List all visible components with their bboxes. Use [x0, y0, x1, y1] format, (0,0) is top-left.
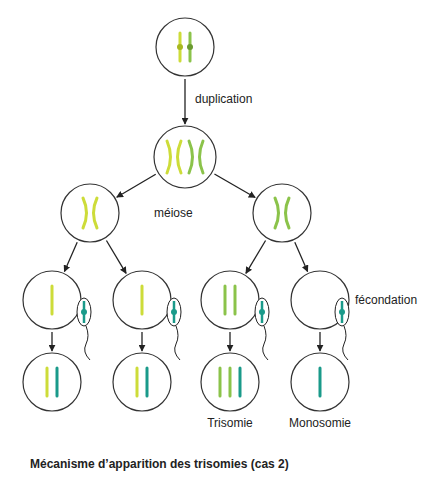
cell-outline — [60, 183, 120, 243]
arrow-connector — [319, 332, 320, 351]
cell-label: Trisomie — [207, 416, 253, 430]
cell-circle — [60, 183, 120, 243]
arrow-connector — [141, 332, 142, 351]
cell-membrane — [291, 271, 349, 329]
arrow-connector — [106, 240, 126, 273]
cell-circle — [22, 270, 82, 330]
arrow-connector — [295, 242, 308, 271]
cell-outline — [290, 270, 350, 330]
cell-circle — [155, 17, 215, 77]
cell-membrane — [23, 271, 81, 329]
cell-circle: Trisomie — [200, 352, 260, 412]
figure-caption: Mécanisme d’apparition des trisomies (ca… — [30, 457, 289, 471]
arrow-connector — [246, 240, 266, 273]
process-label: fécondation — [355, 293, 417, 307]
arrow-connector — [184, 79, 185, 124]
cell-circle — [153, 125, 217, 189]
arrow-connector — [117, 174, 156, 197]
cell-circle — [22, 352, 82, 412]
cell-label: Monosomie — [289, 416, 351, 430]
cell-outline — [155, 17, 215, 77]
arrow-connector — [214, 174, 255, 198]
cell-circle — [290, 270, 350, 330]
cell-membrane — [156, 18, 214, 76]
cell-membrane — [154, 126, 216, 188]
cell-membrane — [201, 271, 259, 329]
edge-label: duplication — [195, 92, 252, 106]
arrow-connector — [229, 332, 230, 351]
cell-outline — [200, 270, 260, 330]
cell-outline — [252, 183, 312, 243]
arrow-connector — [51, 332, 52, 351]
cell-membrane — [23, 353, 81, 411]
cell-outline — [153, 125, 217, 189]
cell-circle — [252, 183, 312, 243]
cell-outline — [112, 270, 172, 330]
cell-membrane — [253, 184, 311, 242]
arrow-connector — [64, 242, 77, 271]
cell-outline — [200, 352, 260, 412]
cell-membrane — [201, 353, 259, 411]
process-label: méiose — [154, 206, 193, 220]
cell-membrane — [113, 353, 171, 411]
cell-circle — [200, 270, 260, 330]
cell-membrane — [61, 184, 119, 242]
cell-circle: Monosomie — [290, 352, 350, 412]
cell-membrane — [113, 271, 171, 329]
cell-outline — [290, 352, 350, 412]
cell-outline — [22, 270, 82, 330]
cell-circle — [112, 352, 172, 412]
cell-outline — [112, 352, 172, 412]
cell-outline — [22, 352, 82, 412]
cell-membrane — [291, 353, 349, 411]
cell-circle — [112, 270, 172, 330]
